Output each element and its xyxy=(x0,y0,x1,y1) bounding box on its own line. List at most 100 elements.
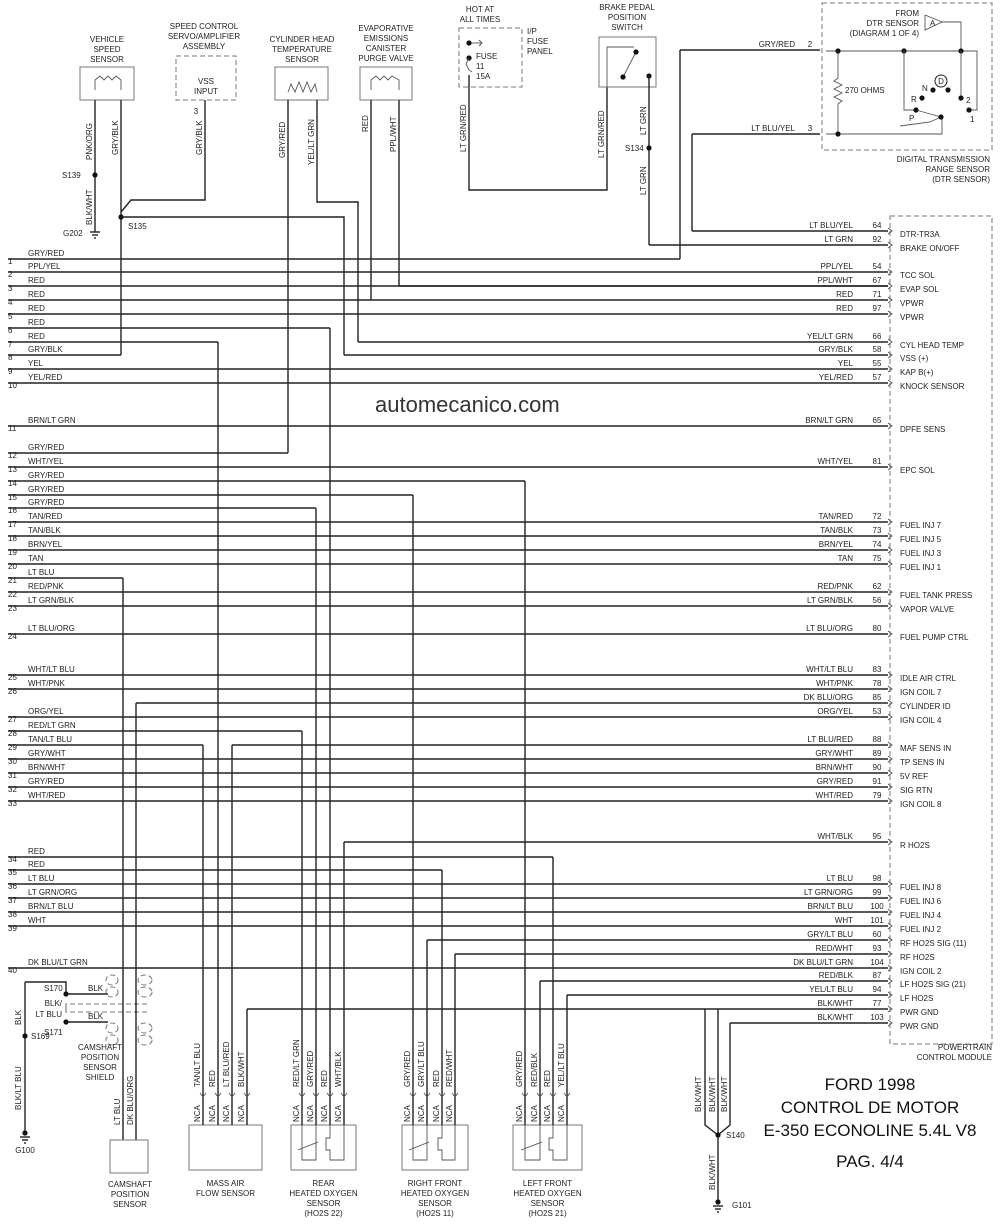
wire-color-label: LT BLU/ORG xyxy=(28,624,75,633)
connector-icon xyxy=(887,699,893,707)
pcm-pin-function: VSS (+) xyxy=(900,354,929,363)
wire-color-label: BLK/WHT xyxy=(237,1051,246,1087)
pcm-pin-function: TP SENS IN xyxy=(900,758,945,767)
wire-color-label: RED xyxy=(28,318,45,327)
wire-number: 28 xyxy=(8,729,17,738)
pcm-pin-function: MAF SENS IN xyxy=(900,744,951,753)
connector-icon xyxy=(312,1092,320,1098)
wire-color-label: GRY/RED xyxy=(28,777,65,786)
title-line: E-350 ECONOLINE 5.4L V8 xyxy=(764,1121,977,1140)
wire-color-label: GRY/LT BLU xyxy=(417,1041,426,1087)
connector-icon xyxy=(549,1092,557,1098)
connector-icon xyxy=(887,268,893,276)
nca-label: NCA xyxy=(306,1104,315,1122)
wire-color-label: TAN/BLK xyxy=(28,526,61,535)
title-line: FORD 1998 xyxy=(825,1075,916,1094)
pcm-pin-function: FUEL PUMP CTRL xyxy=(900,633,969,642)
lf-ho2s-name: (HO2S 21) xyxy=(528,1209,567,1218)
pcm-pin-function: R HO2S xyxy=(900,841,930,850)
lf-ho2s-name: LEFT FRONT xyxy=(523,1179,572,1188)
position-2-label: 2 xyxy=(966,96,971,105)
nca-label: NCA xyxy=(530,1104,539,1122)
pcm-pin-number: 104 xyxy=(870,958,884,967)
wire xyxy=(120,100,206,213)
wire-color-label: LT BLU xyxy=(28,568,55,577)
cht-name: CYLINDER HEAD xyxy=(270,35,335,44)
switch-icon xyxy=(899,116,942,127)
switch-contact xyxy=(633,49,639,55)
wire xyxy=(717,1023,731,1136)
vss-input-label: INPUT xyxy=(194,87,218,96)
pcm-wire-color: LT GRN/ORG xyxy=(804,888,853,897)
dtr-sensor-box xyxy=(821,2,993,151)
pcm-wire-color: BLK/WHT xyxy=(817,1013,853,1022)
pin-number: 3 xyxy=(194,107,199,116)
wire-color-label: GRY/RED xyxy=(28,249,65,258)
heater-icon xyxy=(325,1125,345,1161)
rear-ho2s-name: REAR xyxy=(312,1179,334,1188)
nca-label: NCA xyxy=(208,1104,217,1122)
wire-color-label: BLK/WHT xyxy=(85,189,94,225)
wire xyxy=(25,981,108,995)
connector-icon xyxy=(887,755,893,763)
pcm-pin-function: FUEL INJ 4 xyxy=(900,911,942,920)
camshaft-shield-label: SENSOR xyxy=(83,1063,117,1072)
wire-color-label: LT GRN/RED xyxy=(597,110,606,158)
pcm-pin-function: CYLINDER ID xyxy=(900,702,951,711)
wire-number: 20 xyxy=(8,562,17,571)
heater-icon xyxy=(548,1125,568,1161)
bpp-name: POSITION xyxy=(608,13,646,22)
connector-icon xyxy=(887,560,893,568)
connector-icon xyxy=(887,602,893,610)
camshaft-sensor-name: CAMSHAFT xyxy=(108,1180,152,1189)
pcm-pin-function: FUEL INJ 7 xyxy=(900,521,942,530)
lf-ho2s-name: HEATED OXYGEN xyxy=(513,1189,582,1198)
pcm-pin-number: 97 xyxy=(873,304,882,313)
wire-color-label: LT BLU xyxy=(28,874,55,883)
pcm-pin-number: 103 xyxy=(870,1013,884,1022)
pcm-pin-number: 91 xyxy=(873,777,882,786)
pcm-wire-color: RED xyxy=(836,304,853,313)
vss-name: VEHICLE xyxy=(90,35,124,44)
wire-color-label: YEL/LT BLU xyxy=(557,1043,566,1087)
nca-label: NCA xyxy=(292,1104,301,1122)
wire-number: 15 xyxy=(8,493,17,502)
pcm-pin-number: 78 xyxy=(873,679,882,688)
wire-color-label: LT BLU xyxy=(36,1010,63,1019)
resistor-label: 270 OHMS xyxy=(845,86,885,95)
wire-color-label: TAN xyxy=(28,554,44,563)
wire-color-label: GRY/RED xyxy=(306,1050,315,1087)
wire-color-label: RED xyxy=(361,115,370,132)
fuse-panel-box xyxy=(458,27,523,88)
splice-s171 xyxy=(63,1019,69,1025)
pcm-wire-color: GRY/BLK xyxy=(818,345,853,354)
wire-number: 3 xyxy=(8,284,13,293)
pcm-pin-function: DTR-TR3A xyxy=(900,230,940,239)
pcm-pin-function: DPFE SENS xyxy=(900,425,945,434)
connector-icon xyxy=(326,1092,334,1098)
pcm-wire-color: DK BLU/ORG xyxy=(804,693,853,702)
connector-icon xyxy=(298,1092,306,1098)
pcm-pin-function: CYL HEAD TEMP xyxy=(900,341,964,350)
fuse-label: FUSE xyxy=(476,52,497,61)
ground-g101-dot xyxy=(715,1199,721,1205)
switch-icon xyxy=(915,109,942,118)
wire-color-label: RED xyxy=(28,332,45,341)
wire-color-label: RED/PNK xyxy=(28,582,64,591)
connector-icon xyxy=(887,894,893,902)
wire-color-label: RED xyxy=(28,276,45,285)
wire-color-label: GRY/WHT xyxy=(28,749,66,758)
pcm-wire-color: WHT/LT BLU xyxy=(806,665,853,674)
shield-oval xyxy=(105,1034,119,1046)
wire-number: 19 xyxy=(8,548,17,557)
connector-icon xyxy=(887,671,893,679)
switch-contact xyxy=(919,95,925,101)
connector-icon xyxy=(887,922,893,930)
camshaft-sensor-box xyxy=(109,1139,149,1174)
speed-control-name: SERVO/AMPLIFIER xyxy=(168,32,241,41)
wire xyxy=(942,21,962,51)
pcm-pin-number: 94 xyxy=(873,985,882,994)
cht-name: TEMPERATURE xyxy=(272,45,332,54)
wire-number: 33 xyxy=(8,799,17,808)
wire-color-label: LT GRN/ORG xyxy=(28,888,77,897)
